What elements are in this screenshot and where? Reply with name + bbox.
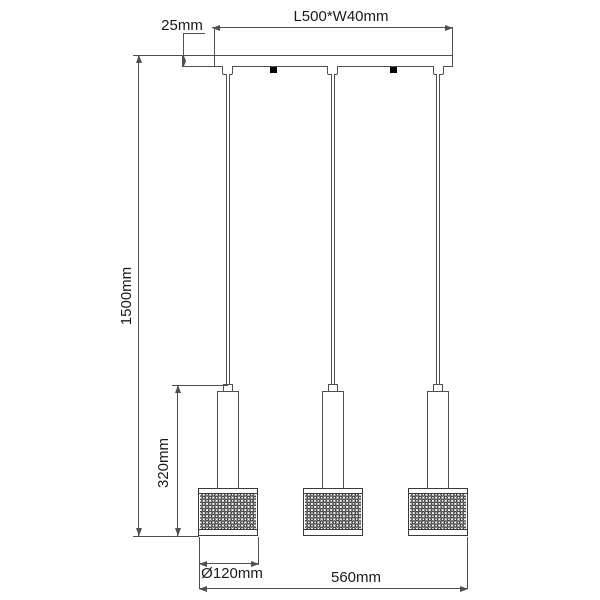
dim-arrow-down <box>181 61 186 66</box>
dim-arrow-left <box>199 585 207 592</box>
shade-mesh-pattern <box>410 494 466 529</box>
dim-ext-line <box>258 537 259 565</box>
perforated-shade <box>408 488 468 536</box>
dim-arrow-down <box>135 528 142 536</box>
screw-icon <box>390 67 397 73</box>
shade-bottom-band <box>304 529 362 535</box>
dim-label-canopy-thickness: 25mm <box>161 17 203 34</box>
dim-leader-canopy-thickness <box>183 33 184 66</box>
dim-arrow-left <box>199 560 207 567</box>
suspension-cord <box>226 74 230 385</box>
shade-mesh-pattern <box>305 494 361 529</box>
dim-arrow-up <box>174 385 181 393</box>
lamp-tube <box>322 391 344 489</box>
shade-mesh-pattern <box>200 494 256 529</box>
dim-arrow-down <box>174 528 181 536</box>
suspension-cord <box>331 74 335 385</box>
suspension-cord <box>436 74 440 385</box>
dim-line-overall-width <box>199 588 468 589</box>
shade-top-band <box>409 489 467 494</box>
dim-arrow-left <box>212 24 220 31</box>
dim-label-lamp-height: 320mm <box>155 437 172 489</box>
perforated-shade <box>303 488 363 536</box>
dim-ext-line <box>133 55 182 56</box>
shade-bottom-band <box>199 529 257 535</box>
dim-arrow-right <box>251 560 259 567</box>
dim-ext-line <box>467 537 468 589</box>
dim-label-shade-diameter: Ø120mm <box>201 565 263 582</box>
dim-arrow-right <box>445 24 453 31</box>
dim-leader-canopy-thickness <box>183 33 205 34</box>
lamp-tube <box>427 391 449 489</box>
dim-ext-line <box>172 385 228 386</box>
shade-top-band <box>199 489 257 494</box>
dim-label-overall-width: 560mm <box>330 569 382 586</box>
dim-label-max-drop: 1500mm <box>118 266 135 326</box>
shade-top-band <box>304 489 362 494</box>
dim-ext-line <box>133 536 199 537</box>
dim-arrow-right <box>460 585 468 592</box>
dim-line-canopy-size <box>212 27 453 28</box>
screw-icon <box>270 67 277 73</box>
shade-bottom-band <box>409 529 467 535</box>
dim-label-canopy-size: L500*W40mm <box>293 8 389 25</box>
perforated-shade <box>198 488 258 536</box>
dim-line-shade-diameter <box>199 563 259 564</box>
dim-ext-line <box>214 27 215 66</box>
dim-line-max-drop <box>138 55 139 536</box>
lamp-tube <box>217 391 239 489</box>
dim-arrow-up <box>135 55 142 63</box>
dim-line-lamp-height <box>177 385 178 536</box>
dim-arrow-up <box>181 56 186 61</box>
dim-ext-line <box>452 27 453 56</box>
